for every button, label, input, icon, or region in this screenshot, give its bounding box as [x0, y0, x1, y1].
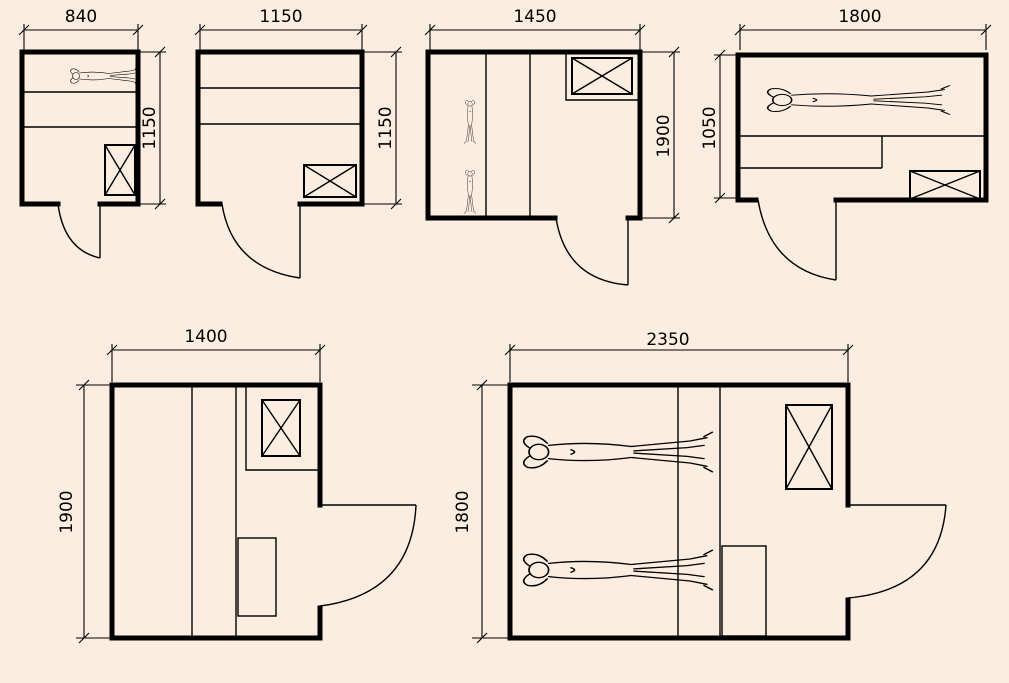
plan-1-walls: [19, 49, 141, 207]
dimension-line-icon: [364, 46, 402, 210]
dimension-line-icon: [76, 379, 110, 644]
plan-3-walls: [425, 49, 643, 221]
step-block: [721, 545, 767, 637]
reclining-person-icon: [522, 549, 714, 591]
plan-4-depth-label: 1050: [700, 106, 720, 149]
plan-1-width-label: 840: [65, 7, 97, 27]
plan-3: 1450 1900: [424, 7, 680, 286]
reclining-person-icon: [464, 170, 476, 214]
stove-guard: [245, 387, 318, 471]
plan-4-width-label: 1800: [838, 7, 881, 27]
door-swing-icon: [757, 199, 837, 281]
door-swing-icon: [847, 504, 947, 599]
stove-icon: [261, 399, 301, 457]
dimension-line-icon: [504, 344, 854, 382]
plan-5-depth-label: 1900: [57, 490, 77, 533]
plan-4: 1800 1050: [700, 7, 992, 281]
plan-3-width-label: 1450: [513, 7, 556, 27]
plan-6-walls: [507, 382, 851, 641]
plan-4-walls: [735, 52, 989, 203]
reclining-person-icon: [464, 100, 476, 144]
plan-1: 840 1150: [18, 7, 166, 259]
stove-icon: [785, 404, 833, 490]
stove-icon: [303, 164, 357, 198]
dimension-line-icon: [734, 24, 992, 50]
plan-2-depth-label: 1150: [376, 106, 396, 149]
plan-2: 1150 1150: [194, 7, 402, 279]
plan-2-walls: [195, 49, 365, 207]
dimension-line-icon: [18, 24, 144, 50]
door-swing-icon: [221, 203, 301, 279]
stove-guard: [565, 54, 638, 101]
plan-3-depth-label: 1900: [654, 114, 674, 157]
plan-1-depth-label: 1150: [140, 106, 160, 149]
stove-icon: [909, 170, 981, 200]
stove-icon: [104, 144, 136, 196]
stove-icon: [571, 57, 633, 95]
dimension-line-icon: [140, 46, 166, 210]
dimension-line-icon: [714, 49, 738, 204]
reclining-person-icon: [522, 431, 714, 473]
reclining-person-icon: [70, 66, 139, 86]
door-swing-icon: [555, 217, 629, 286]
step-block: [237, 537, 277, 617]
plan-5-width-label: 1400: [184, 327, 227, 347]
dimension-line-icon: [472, 379, 508, 644]
reclining-person-icon: [766, 84, 951, 116]
plan-2-width-label: 1150: [259, 7, 302, 27]
plan-5: 1400 1900: [57, 327, 417, 644]
plan-5-walls: [109, 382, 323, 641]
dimension-line-icon: [106, 344, 326, 382]
dimension-line-icon: [424, 24, 646, 50]
dimension-line-icon: [642, 46, 680, 224]
door-swing-icon: [319, 504, 417, 607]
plan-6: 2350 1800: [453, 330, 947, 644]
plan-6-width-label: 2350: [646, 330, 689, 350]
dimension-line-icon: [194, 24, 368, 50]
door-swing-icon: [57, 203, 101, 259]
plan-6-depth-label: 1800: [453, 490, 473, 533]
